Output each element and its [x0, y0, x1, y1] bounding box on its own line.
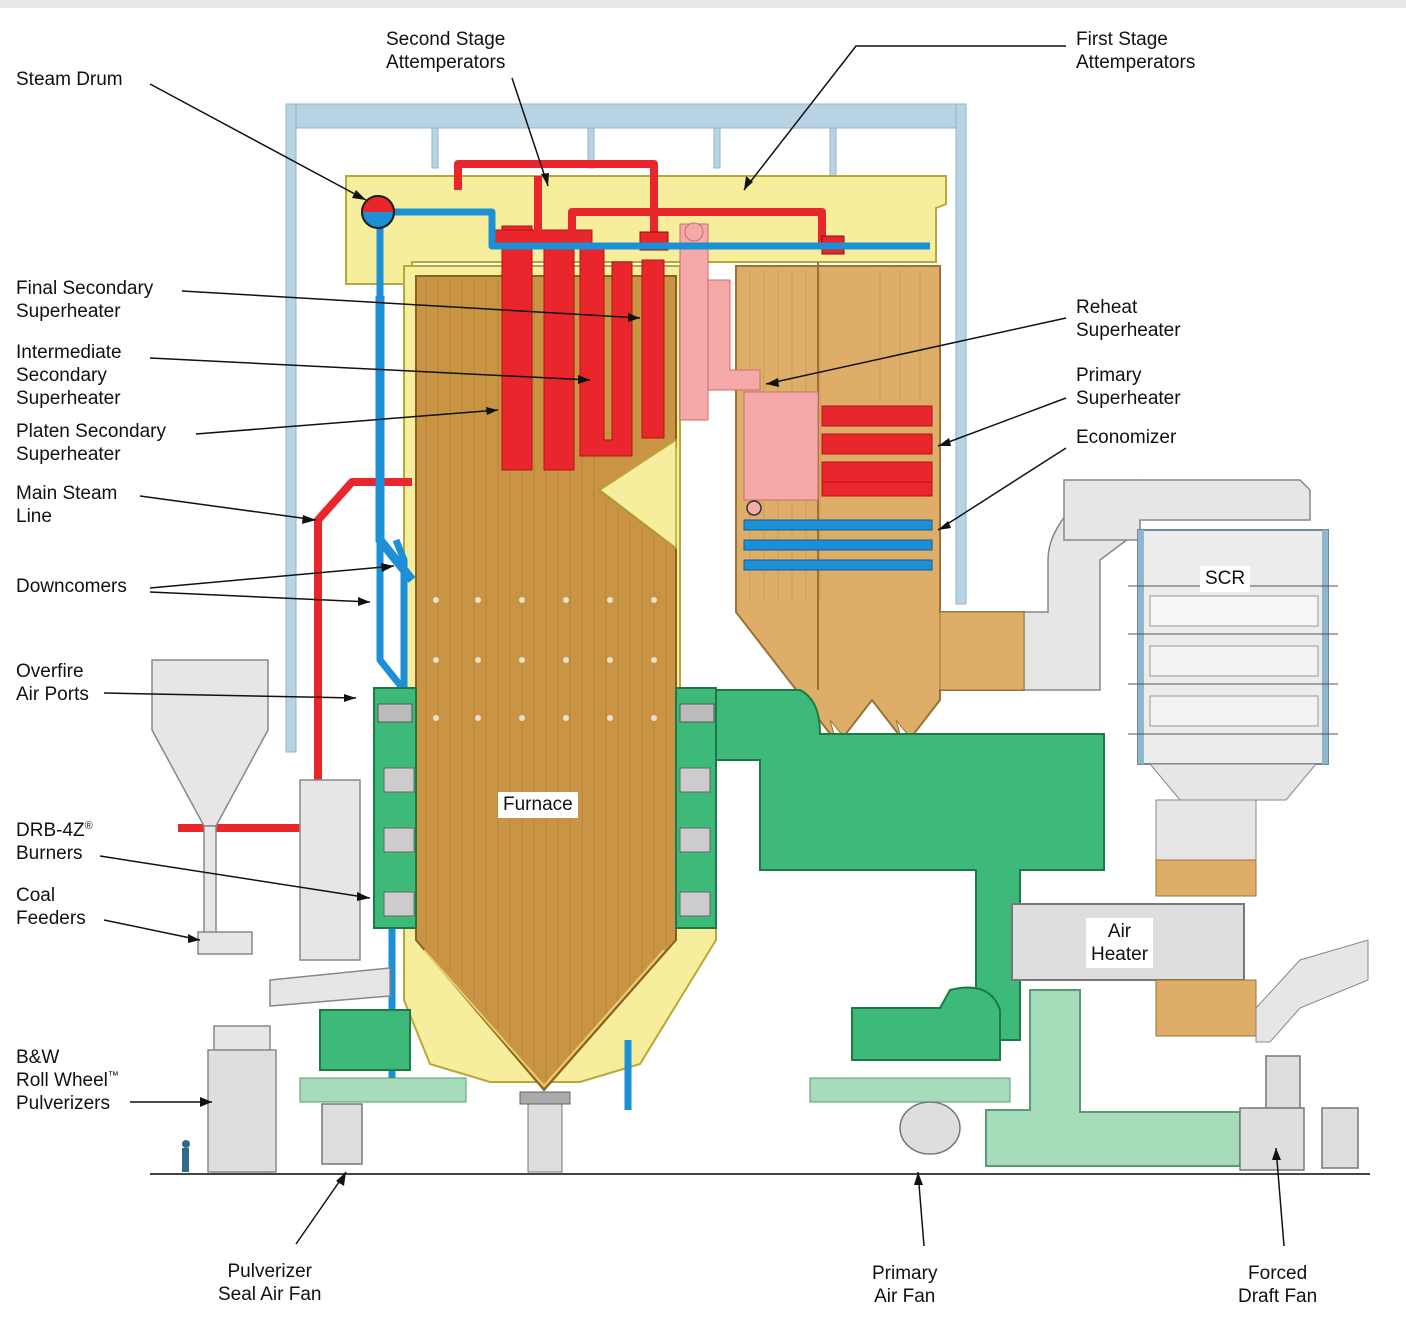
scr-reactor: [1128, 529, 1338, 897]
primary-superheater: [821, 405, 933, 497]
penthouse-casing: [345, 175, 947, 285]
leader-lines: [99, 45, 1285, 1247]
steam-drum: [361, 195, 395, 229]
label-downcomers: Downcomers: [16, 576, 127, 597]
windbox: [373, 687, 717, 929]
hopper-bands: [423, 949, 665, 1087]
secondary-superheater-platens: [491, 225, 665, 471]
label-drb-4z-burners: DRB-4Z® Burners: [16, 820, 93, 864]
label-steam-drum: Steam Drum: [16, 69, 123, 90]
label-scr: SCR: [1200, 566, 1251, 592]
arrowheads: [188, 173, 1281, 1186]
pulverizer: [207, 779, 391, 1175]
secondary-air-duct: [715, 689, 1105, 1041]
wall-ports: [433, 597, 657, 721]
label-economizer: Economizer: [1076, 427, 1177, 448]
coal-silo: [151, 659, 269, 955]
economizer: [743, 519, 933, 571]
label-furnace: Furnace: [498, 792, 578, 818]
reheat-superheater: [679, 222, 819, 501]
label-roll-wheel-pulverizers: B&W Roll Wheel™ Pulverizers: [16, 1047, 119, 1114]
steel-support-frame: [285, 103, 967, 753]
furnace-nose: [598, 438, 677, 550]
fans: [321, 1055, 1359, 1171]
steam-piping: [178, 160, 826, 832]
